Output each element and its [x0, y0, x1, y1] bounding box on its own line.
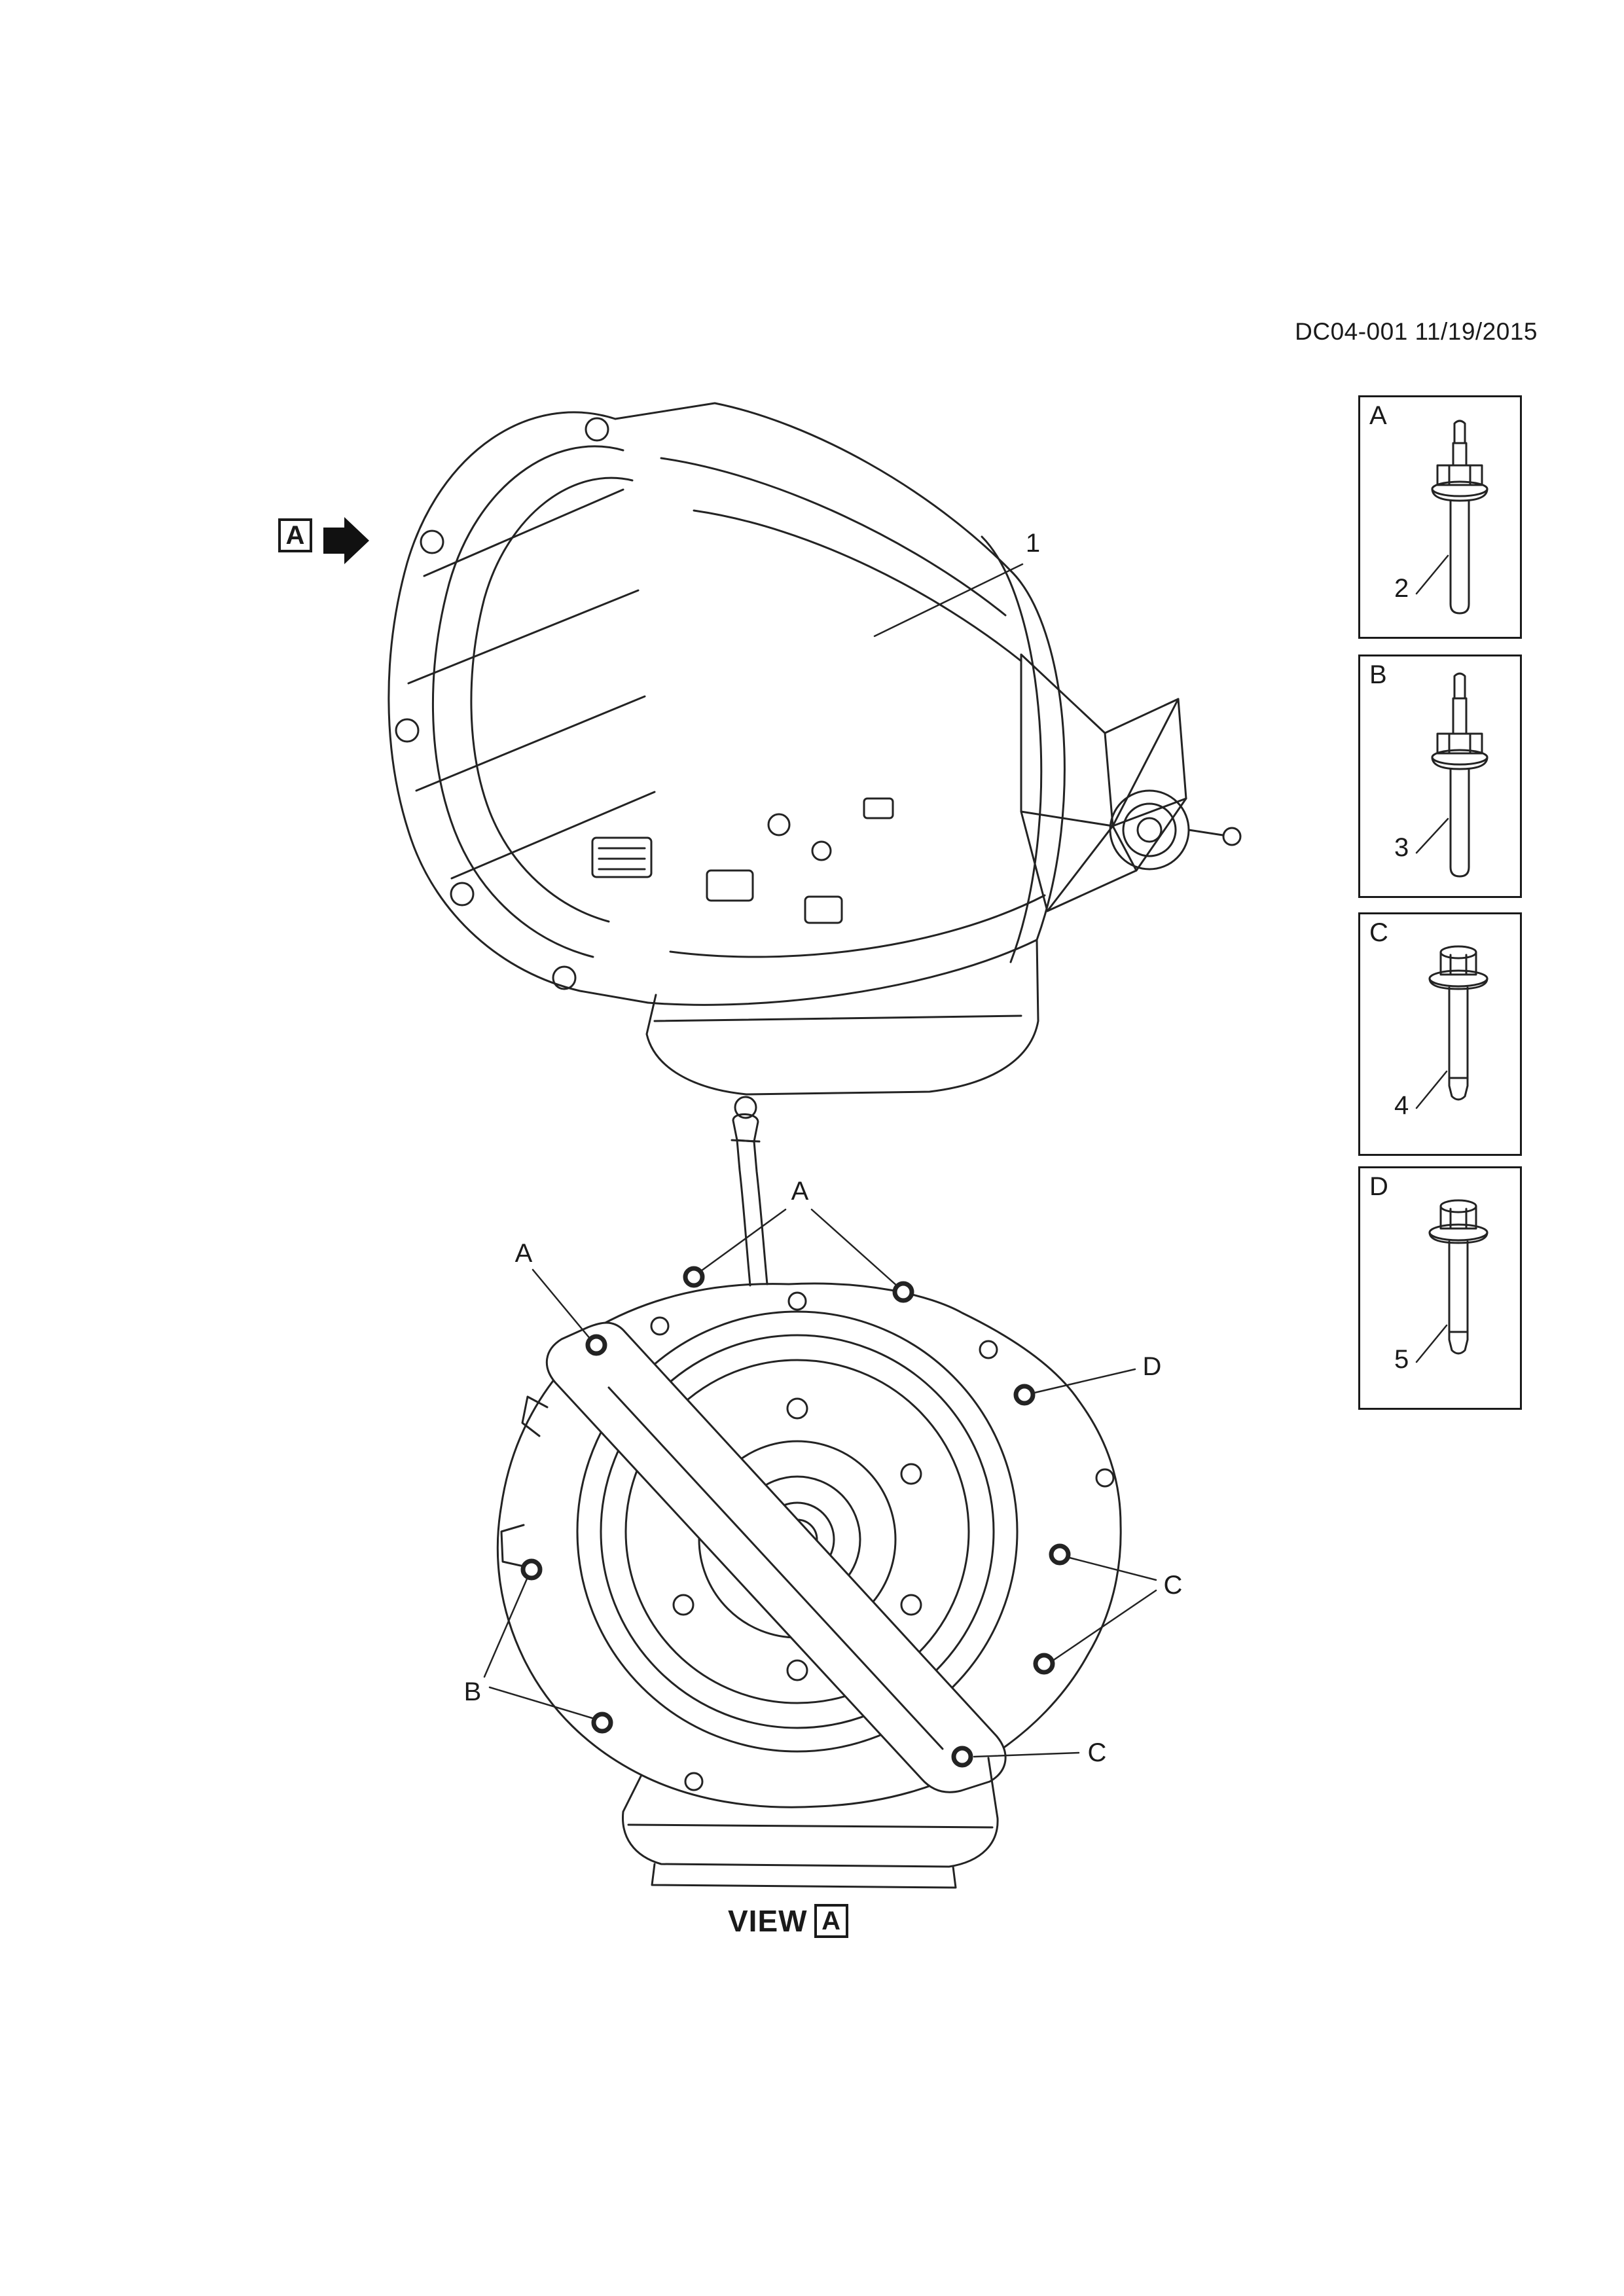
view-caption-letter: A [821, 1906, 840, 1935]
callout-d-letter: D [1369, 1172, 1388, 1201]
bolt-label-d: D [1140, 1354, 1164, 1380]
bolt-label-a-left: A [512, 1240, 535, 1266]
bolt-a-top-2 [892, 1281, 914, 1303]
rear-oil-pan [622, 1757, 999, 1889]
bolt-c-bottom [951, 1746, 973, 1768]
view-direction-arrow-shape [323, 517, 369, 564]
flange-bolt-drawing-d [1415, 1199, 1489, 1363]
bolt-label-c-bottom: C [1085, 1740, 1110, 1766]
callout-d-number: 5 [1394, 1345, 1409, 1374]
bolt-c-right-1 [1049, 1543, 1071, 1566]
view-arrow-letter-box: A [278, 518, 312, 552]
view-caption-letter-box: A [814, 1904, 848, 1938]
bolt-a-top-1 [683, 1266, 705, 1288]
callout-a-letter: A [1369, 401, 1387, 430]
oil-pan [645, 939, 1039, 1096]
view-arrow-letter: A [285, 520, 305, 550]
stud-fastener-drawing-a [1415, 420, 1489, 615]
rear-support-bracket [1020, 653, 1242, 912]
bolt-label-a-top: A [788, 1178, 812, 1204]
item-1-leader-line [873, 563, 1024, 637]
document-reference: DC04-001 11/19/2015 [1295, 318, 1538, 345]
stud-fastener-drawing-b [1415, 672, 1489, 878]
callout-a-number: 2 [1394, 574, 1409, 603]
item-1-label: 1 [1022, 530, 1043, 556]
diagonal-bracket [545, 1321, 1007, 1793]
bolt-c-right-2 [1033, 1653, 1055, 1675]
view-caption: VIEW A [728, 1903, 848, 1939]
callout-box-d: D 5 [1358, 1166, 1522, 1410]
bolt-label-b: B [461, 1679, 484, 1705]
bolt-a-left [585, 1334, 607, 1356]
filler-tube [731, 1096, 768, 1287]
bolt-b-2 [591, 1712, 613, 1734]
callout-box-c: C 4 [1358, 912, 1522, 1156]
view-direction-indicator: A [278, 518, 312, 552]
bolt-markers [520, 1266, 1071, 1768]
bolt-label-c-right: C [1161, 1572, 1185, 1598]
callout-b-number: 3 [1394, 833, 1409, 862]
leader-lines [483, 1208, 1157, 1758]
rear-view-drawing [496, 1096, 1122, 1889]
callout-box-b: B 3 [1358, 655, 1522, 898]
callout-c-letter: C [1369, 918, 1388, 947]
callout-c-number: 4 [1394, 1091, 1409, 1120]
bolt-b-1 [520, 1558, 543, 1581]
transmission-isometric-drawing [388, 402, 1242, 1096]
flange-bolt-drawing-c [1415, 945, 1489, 1109]
callout-b-letter: B [1369, 660, 1387, 689]
callout-box-a: A 2 [1358, 395, 1522, 639]
view-caption-word: VIEW [728, 1904, 808, 1938]
bolt-d [1013, 1384, 1036, 1406]
